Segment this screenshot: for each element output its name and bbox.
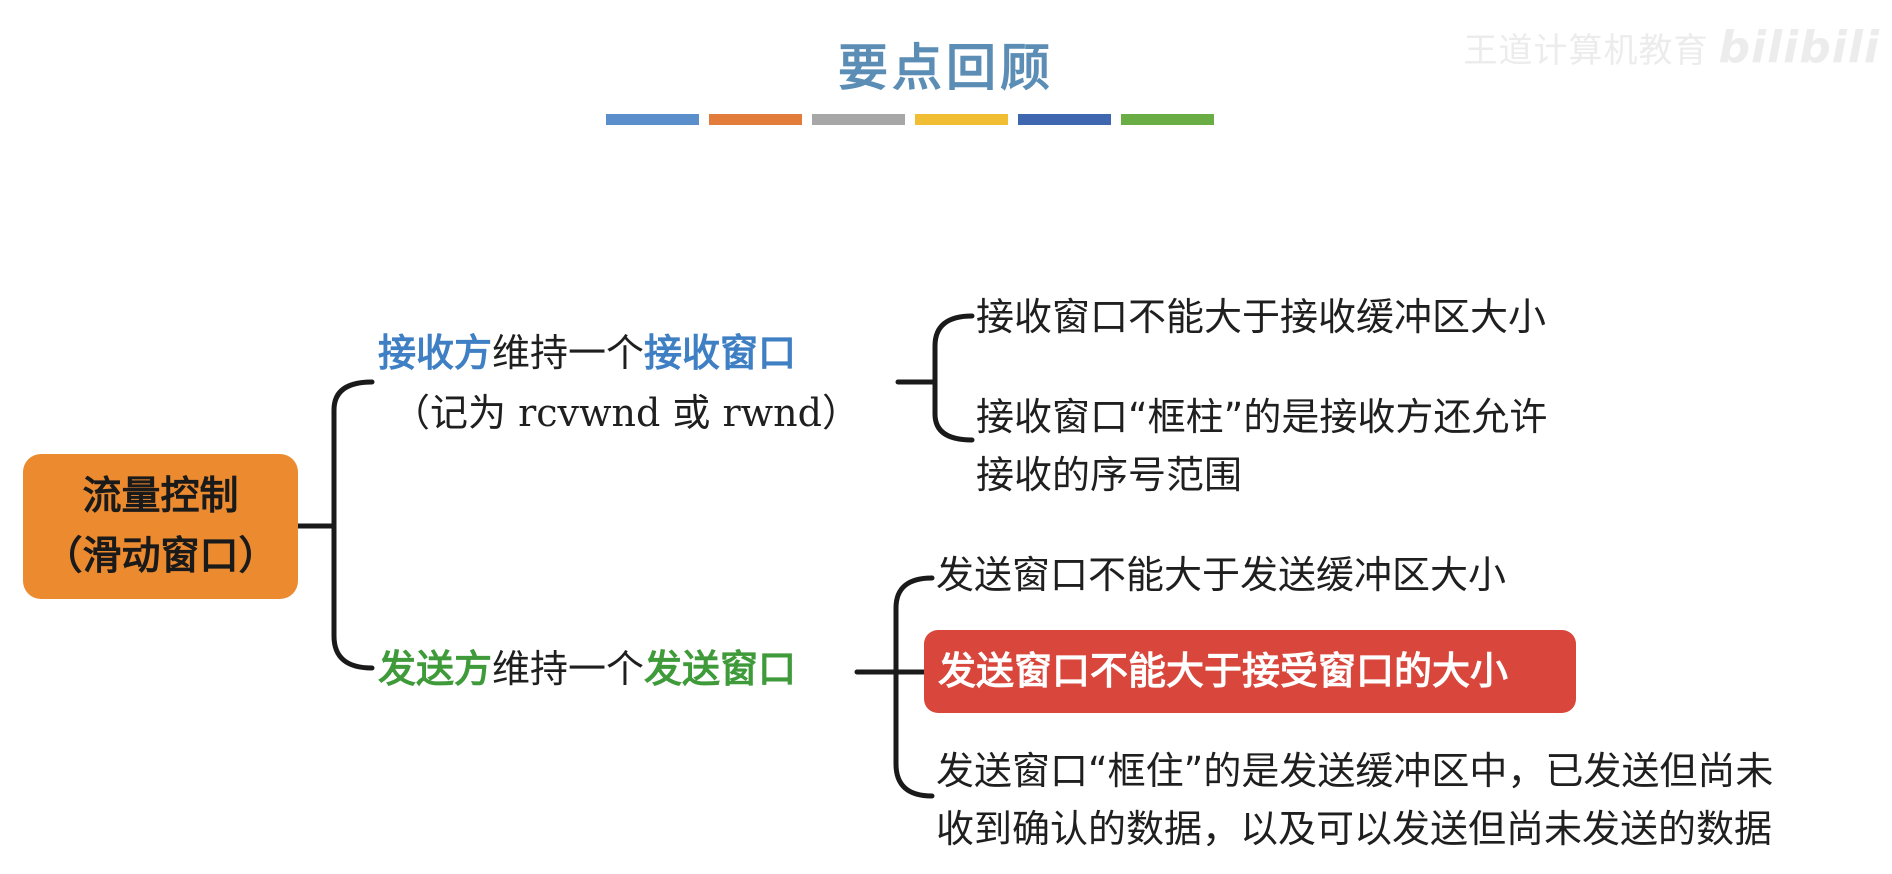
receiver-window-label: 接收窗口 xyxy=(644,331,797,375)
sender-brace xyxy=(893,575,935,799)
color-bar-4 xyxy=(915,114,1008,125)
receiver-brace xyxy=(932,313,975,443)
main-brace xyxy=(331,379,375,671)
bilibili-logo: bilibili xyxy=(1718,22,1880,73)
receiver-child-1: 接收窗口不能大于接收缓冲区大小 xyxy=(976,295,1547,339)
color-bar-2 xyxy=(709,114,802,125)
page-title: 要点回顾 xyxy=(838,39,1054,97)
sender-window-label: 发送窗口 xyxy=(644,647,797,691)
sender-maintains: 维持一个 xyxy=(492,647,645,691)
receiver-child-2-line-1: 接收窗口“框柱”的是接收方还允许 xyxy=(976,395,1548,439)
sender-child-2-highlight: 发送窗口不能大于接受窗口的大小 xyxy=(924,630,1576,713)
sender-child-3-line-2: 收到确认的数据，以及可以发送但尚未发送的数据 xyxy=(936,807,1773,851)
receiver-label: 接收方 xyxy=(378,331,493,375)
receiver-child-2-line-2: 接收的序号范围 xyxy=(976,453,1243,497)
root-node-flow-control: 流量控制 （滑动窗口） xyxy=(23,454,298,599)
receiver-maintains: 维持一个 xyxy=(492,331,645,375)
sender-node: 发送方维持一个发送窗口 xyxy=(378,646,796,692)
sender-child-3-line-1: 发送窗口“框住”的是发送缓冲区中，已发送但尚未 xyxy=(936,749,1774,793)
root-line-1: 流量控制 xyxy=(82,473,239,519)
receiver-note: （记为 rcvwnd 或 rwnd） xyxy=(392,391,860,435)
root-line-2: （滑动窗口） xyxy=(43,533,278,579)
receiver-node: 接收方维持一个接收窗口 xyxy=(378,330,796,376)
sender-child-1: 发送窗口不能大于发送缓冲区大小 xyxy=(936,553,1507,597)
color-bar-3 xyxy=(812,114,905,125)
color-bar-1 xyxy=(606,114,699,125)
color-bar-5 xyxy=(1018,114,1111,125)
color-bar-6 xyxy=(1121,114,1214,125)
watermark-text: 王道计算机教育 xyxy=(1463,31,1709,71)
sender-label: 发送方 xyxy=(378,647,493,691)
